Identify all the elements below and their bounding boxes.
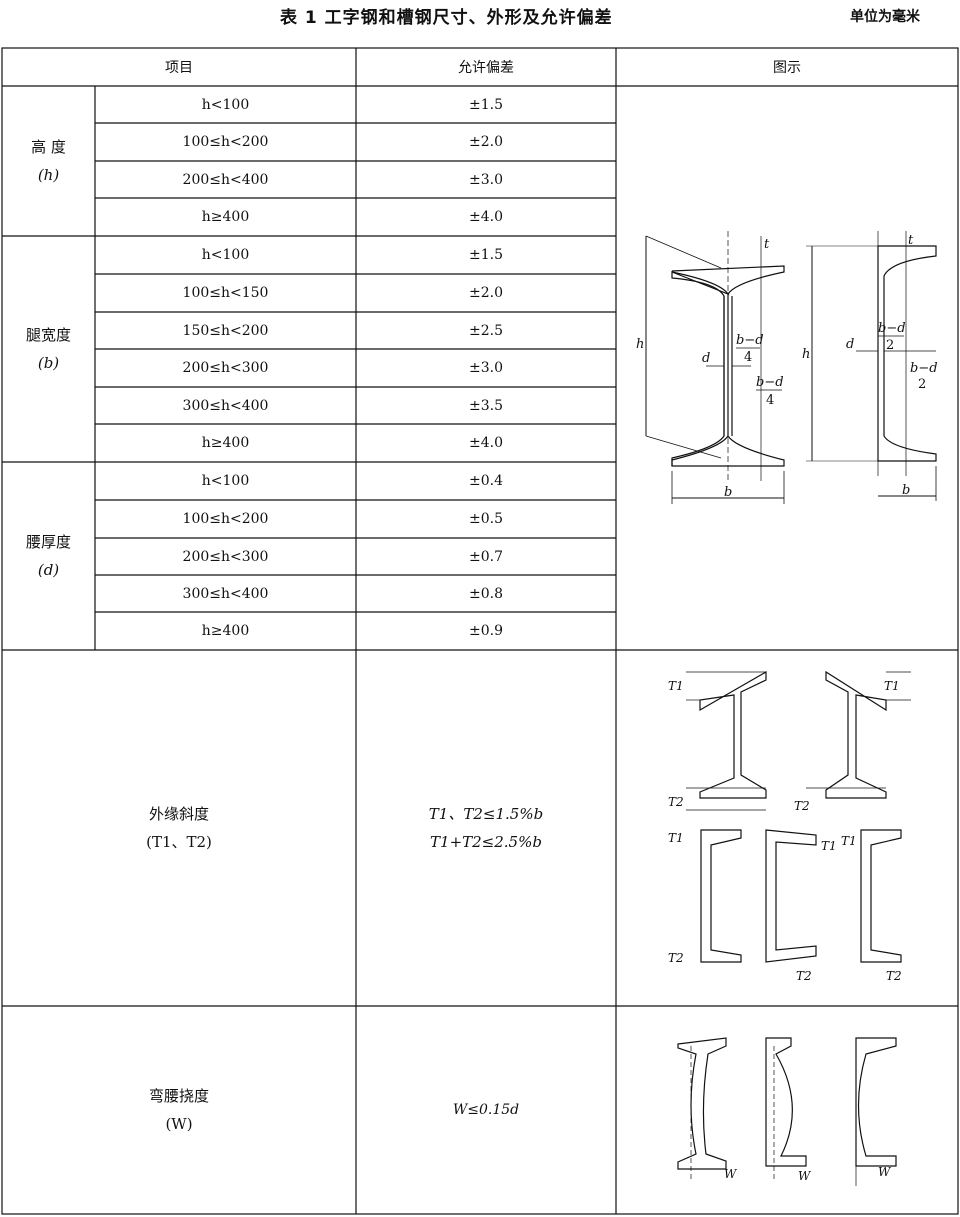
fig-label-T2: T2 (668, 951, 684, 965)
range-cell: h<100 (201, 247, 250, 263)
fig-label-two: 2 (886, 338, 894, 353)
range-cell: 100≤h<200 (182, 511, 269, 527)
fig-label-four: 4 (766, 393, 774, 408)
bend-label: 弯腰挠度 (W) (2, 1006, 356, 1214)
tolerance-cell: ±4.0 (469, 209, 503, 225)
fig-label-bd4: b−d (736, 333, 764, 348)
tolerance-cell: ±0.5 (469, 511, 503, 527)
tolerance-cell: ±2.0 (469, 285, 503, 301)
col-header-item: 项目 (165, 60, 193, 76)
slope-tolerance: T1、T2≤1.5%b T1+T2≤2.5%b (356, 650, 616, 1006)
group-name: 高 度 (31, 137, 66, 156)
range-cell: h≥400 (201, 209, 250, 225)
bend-symbol: (W) (165, 1115, 193, 1133)
group-name: 腰厚度 (25, 532, 71, 551)
slope-tol-line2: T1+T2≤2.5%b (430, 833, 542, 851)
tolerance-cell: ±3.5 (469, 397, 503, 414)
fig-label-W: W (878, 1165, 892, 1179)
tolerance-cell: ±3.0 (469, 171, 503, 188)
fig-label-bd2: b−d (910, 361, 938, 376)
range-cell: 300≤h<400 (182, 397, 269, 414)
dimension-figure: h b d t b−d 4 b−d 4 h b d t b−d 2 b−d 2 (636, 231, 938, 504)
range-cell: 200≤h<400 (182, 171, 269, 188)
fig-label-T1: T1 (821, 839, 837, 853)
range-cell: 100≤h<200 (182, 134, 269, 150)
unit-note: 单位为毫米 (850, 9, 920, 25)
range-cell: h≥400 (201, 623, 250, 639)
range-cell: 150≤h<200 (182, 322, 269, 339)
fig-label-T2: T2 (668, 795, 684, 809)
slope-label: 外缘斜度 (T1、T2) (2, 650, 356, 1006)
fig-label-T1: T1 (841, 834, 857, 848)
fig-label-t: t (764, 237, 770, 252)
fig-label-T1: T1 (884, 679, 900, 693)
tolerance-cell: ±3.0 (469, 360, 503, 376)
fig-label-h: h (802, 347, 810, 362)
tolerance-cell: ±4.0 (469, 435, 503, 451)
slope-symbol: (T1、T2) (146, 833, 212, 851)
bend-tolerance: W≤0.15d (452, 1102, 520, 1118)
fig-label-T2: T2 (794, 799, 810, 813)
group-web-thickness-label: 腰厚度 (d) (2, 462, 95, 650)
fig-label-T2: T2 (886, 969, 902, 983)
range-cell: h<100 (201, 473, 250, 489)
col-header-figure: 图示 (773, 60, 801, 76)
fig-label-b: b (724, 485, 732, 500)
range-cell: 100≤h<150 (182, 285, 269, 301)
fig-label-W: W (724, 1167, 738, 1181)
slope-figure: T1 T2 T1 T2 T1 T2 T1 T2 T1 T2 (668, 670, 911, 983)
range-cell: 200≤h<300 (182, 548, 269, 565)
fig-label-W: W (798, 1169, 812, 1183)
tolerance-cell: ±1.5 (469, 96, 503, 113)
tolerance-cell: ±2.0 (469, 134, 503, 150)
group-height-label: 高 度 (h) (2, 86, 95, 236)
range-cell: h≥400 (201, 435, 250, 451)
fig-label-two: 2 (918, 377, 926, 392)
tolerance-cell: ±2.5 (469, 322, 503, 339)
deflection-figure: W W W (677, 1037, 897, 1186)
slope-tol-line1: T1、T2≤1.5%b (428, 804, 544, 823)
fig-label-T2: T2 (796, 969, 812, 983)
table-title: 表 1 工字钢和槽钢尺寸、外形及允许偏差 (280, 8, 613, 28)
bend-name: 弯腰挠度 (148, 1086, 209, 1105)
fig-label-T1: T1 (668, 831, 684, 845)
group-symbol: (b) (37, 354, 60, 372)
range-cell: h<100 (201, 96, 250, 113)
fig-label-bd4: b−d (756, 375, 784, 390)
fig-label-four: 4 (744, 350, 752, 365)
tolerance-cell: ±0.9 (469, 623, 503, 639)
tolerance-cell: ±0.4 (469, 473, 503, 489)
fig-label-b: b (902, 483, 910, 498)
tolerance-cell: ±0.7 (469, 548, 503, 565)
slope-name: 外缘斜度 (148, 804, 209, 823)
group-leg-width-label: 腿宽度 (b) (2, 236, 95, 462)
group-symbol: (d) (37, 561, 60, 579)
range-cell: 200≤h<300 (182, 360, 269, 376)
tolerance-cell: ±1.5 (469, 247, 503, 263)
tolerance-cell: ±0.8 (469, 585, 503, 602)
col-header-tolerance: 允许偏差 (458, 60, 514, 76)
fig-label-bd2: b−d (878, 321, 906, 336)
group-name: 腿宽度 (25, 325, 71, 344)
fig-label-T1: T1 (668, 679, 684, 693)
fig-label-t: t (908, 233, 914, 248)
fig-label-d: d (702, 351, 710, 366)
fig-label-h: h (636, 337, 644, 352)
range-cell: 300≤h<400 (182, 585, 269, 602)
group-symbol: (h) (37, 166, 60, 184)
fig-label-d: d (846, 337, 854, 352)
